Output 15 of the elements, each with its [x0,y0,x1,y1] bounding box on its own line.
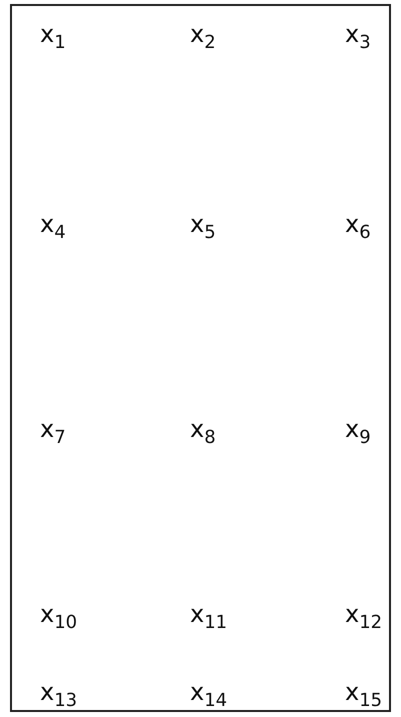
variable-label: x$_{5}$ [190,210,216,244]
variable-label: x$_{2}$ [190,20,216,54]
variable-label: x$_{15}$ [345,678,382,712]
variable-label: x$_{4}$ [40,210,66,244]
variable-label: x$_{3}$ [345,20,371,54]
variable-label: x$_{13}$ [40,678,78,712]
variable-label: x$_{8}$ [190,415,216,448]
variable-label: x$_{12}$ [345,600,382,634]
variable-label: x$_{6}$ [345,210,371,244]
variable-label: x$_{11}$ [190,600,228,634]
variable-label: x$_{1}$ [40,20,66,54]
variable-label: x$_{14}$ [190,678,228,712]
variable-label: x$_{7}$ [40,415,66,448]
variable-label: x$_{9}$ [345,415,371,448]
variable-label: x$_{10}$ [40,600,78,634]
